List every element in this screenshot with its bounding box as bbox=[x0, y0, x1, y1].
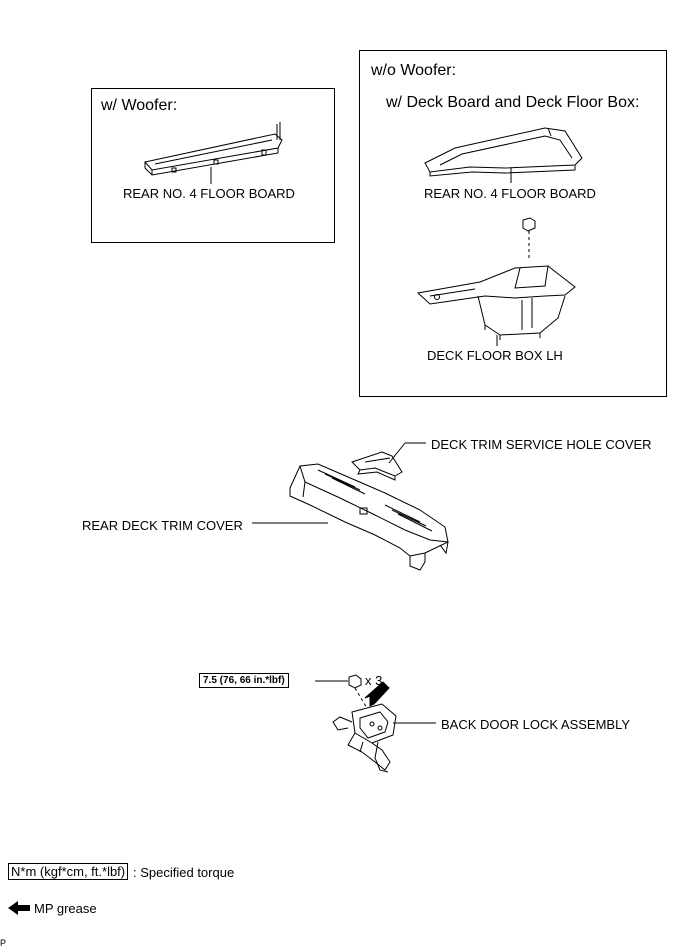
quantity-label: x 3 bbox=[365, 673, 383, 688]
service-hole-cover-label: DECK TRIM SERVICE HOLE COVER bbox=[431, 437, 652, 452]
rear-floor-board-part-left bbox=[144, 122, 283, 176]
torque-unit-box: N*m (kgf*cm, ft.*lbf) bbox=[8, 863, 129, 880]
rear-floor-board-part-right bbox=[424, 127, 583, 177]
bolt-part bbox=[348, 674, 369, 711]
panel-with-woofer: w/ Woofer: REAR NO. 4 FLOOR BOARD bbox=[91, 88, 335, 243]
service-hole-cover-part bbox=[351, 451, 403, 481]
back-door-lock-label: BACK DOOR LOCK ASSEMBLY bbox=[441, 717, 631, 732]
panel-without-woofer-subtitle: w/ Deck Board and Deck Floor Box: bbox=[386, 94, 640, 111]
torque-legend-text: : Specified torque bbox=[133, 865, 235, 880]
deck-floor-box-part bbox=[416, 265, 576, 340]
panel-without-woofer-title: w/o Woofer: bbox=[371, 62, 457, 79]
mp-grease-legend-arrow-icon bbox=[8, 901, 30, 915]
mp-grease-arrow-icon bbox=[364, 681, 390, 707]
rear-floor-board-label-left: REAR NO. 4 FLOOR BOARD bbox=[123, 186, 295, 201]
back-door-lock-part bbox=[332, 703, 397, 773]
panel-without-woofer: w/o Woofer: w/ Deck Board and Deck Floor… bbox=[359, 50, 667, 397]
grease-legend-text: MP grease bbox=[34, 901, 97, 916]
leader-line-service-cover bbox=[388, 442, 406, 464]
corner-mark: P bbox=[0, 938, 7, 948]
rear-deck-trim-cover-part bbox=[289, 463, 449, 571]
torque-spec-box: 7.5 (76, 66 in.*lbf) bbox=[199, 673, 289, 688]
rear-deck-trim-cover-label: REAR DECK TRIM COVER bbox=[82, 518, 243, 533]
nut-part bbox=[522, 217, 536, 260]
deck-floor-box-label: DECK FLOOR BOX LH bbox=[427, 348, 563, 363]
rear-floor-board-label-right: REAR NO. 4 FLOOR BOARD bbox=[424, 186, 596, 201]
panel-with-woofer-title: w/ Woofer: bbox=[101, 97, 178, 114]
